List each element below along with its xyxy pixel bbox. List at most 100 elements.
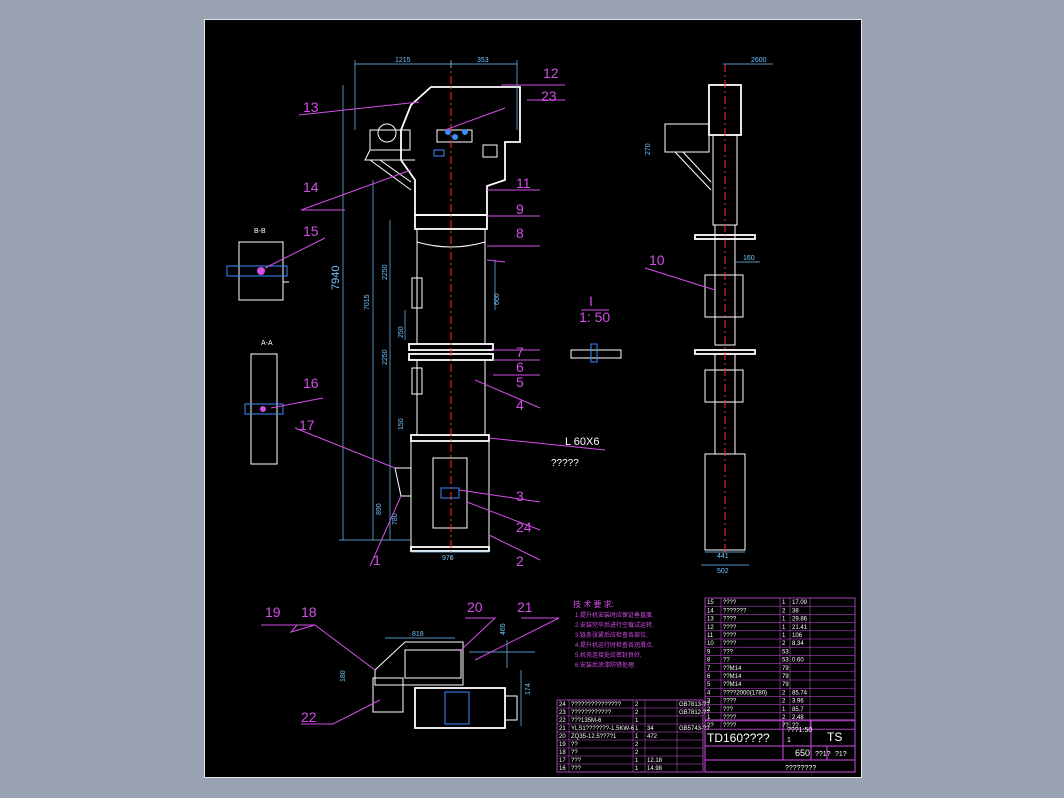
parts-left-cell: 14.98 [647,766,663,772]
parts-left-cell: GB5743-?? [679,726,710,732]
parts-right-cell: 9 [707,649,711,655]
parts-right-cell: 14 [707,608,714,614]
section-bb: B-B 15 [226,223,326,301]
technical-notes: 技 术 要 求: 1.提升机安装时应保证垂直度, 2.安装完毕后进行空载试运转,… [573,599,654,669]
callout-11: 11 [516,175,531,191]
parts-right-cell: 2 [707,707,711,713]
parts-left-cell: ?? [571,750,578,756]
parts-left-cell: YLS1???????-1.5KW-6 [571,726,635,732]
parts-right-cell: 7 [707,666,711,672]
section-aa: A-A 16 [244,340,324,465]
dim-150: 150 [398,418,405,430]
detail-scale: 1: 50 [579,309,610,325]
parts-right-cell: 106 [792,633,803,639]
dim-890: 890 [376,503,383,515]
callout-3: 3 [516,488,524,504]
parts-left-cell: ???????????? [571,710,612,716]
parts-right-cell: 2 [782,608,786,614]
parts-right-cell: 53 [782,649,789,655]
title-scale-cell: 1 [787,737,791,744]
notes-line-5: 5.机壳连接处应密封良好, [575,651,642,659]
callout-5: 5 [516,374,524,390]
parts-right-cell: 2 [782,641,786,647]
parts-right-cell: 3.96 [792,699,804,705]
parts-left-cell: 24 [559,702,566,708]
parts-left-cell: 2 [635,750,639,756]
callout-24: 24 [516,519,532,535]
parts-right-cell: ??M14 [723,666,742,672]
side-door [704,274,744,318]
parts-right-cell: 79 [782,682,789,688]
parts-left-cell: 21 [559,726,566,732]
parts-right-cell: 2 [782,715,786,721]
parts-left-cell: 18 [559,750,566,756]
callout-18: 18 [301,604,317,620]
parts-right-cell: 5 [707,682,711,688]
dim-441: 441 [717,553,729,560]
parts-right-cell: ???? [723,633,737,639]
dim-502: 502 [717,568,729,575]
callout-20: 20 [467,599,483,615]
notes-line-6: 6.安装后涂漆防锈处理. [575,661,636,669]
notes-line-3: 3.链条张紧后应检查各部位, [575,631,648,639]
parts-right-cell: 85.7 [792,707,804,713]
callout-1: 1 [373,552,381,568]
dim-780: 780 [392,513,399,525]
callout-16: 16 [303,375,319,391]
section-bb-label: B-B [254,228,266,235]
parts-right-cell: ?? [707,723,714,729]
parts-left-cell: 1 [635,726,639,732]
parts-right-cell: ???? [723,617,737,623]
callout-21: 21 [517,599,533,615]
drawing-sheet: .o{stroke:#fff;stroke-width:1;fill:none}… [204,19,862,778]
bearing-right [462,129,468,135]
callout-19: 19 [265,604,281,620]
profile-label: L 60X6 [565,436,599,448]
dim-2600: 2600 [751,57,767,64]
inspection-door [482,144,498,158]
side-door-upper [411,277,423,309]
callout-6: 6 [516,359,524,375]
front-view: 1215 353 7940 7015 2250 2250 250 150 600… [294,57,606,569]
side-door-lower [411,367,423,395]
dim-2250-upper: 2250 [382,264,389,280]
parts-right-cell: ???? [723,699,737,705]
parts-left-cell: 1 [635,718,639,724]
dim-7015: 7015 [364,294,371,310]
parts-right-cell: 53 [782,658,789,664]
casing-break [416,241,486,248]
parts-right-cell: 12 [707,625,714,631]
parts-left-cell: 16 [559,766,566,772]
flange-boot [410,434,490,442]
notes-title: 技 术 要 求: [573,599,614,609]
parts-left-cell: ?? [571,742,578,748]
notes-line-1: 1.提升机安装时应保证垂直度, [575,611,654,619]
parts-right-cell: 2.48 [792,715,804,721]
parts-right-cell: 4 [707,690,711,696]
parts-right-cell: 13 [707,617,714,623]
drive-motor-top [369,129,411,151]
dim-976: 976 [442,555,454,562]
callout-10: 10 [649,252,665,268]
dim-2250-lower: 2250 [382,349,389,365]
parts-right-cell: 1 [782,707,786,713]
bearing-left [445,129,451,135]
parts-left-cell: GB7813-?? [679,702,710,708]
dim-270: 270 [645,143,652,155]
parts-right-cell: 0.60 [792,658,804,664]
parts-right-cell: ???? [723,715,737,721]
dim-180: 180 [340,670,347,682]
parts-right-cell: ???? [723,641,737,647]
base-plate [410,546,490,552]
callout-7: 7 [516,344,524,360]
parts-right-cell: ??????? [723,608,747,614]
parts-right-cell: ??? [723,707,734,713]
parts-right-cell: 29.86 [792,617,808,623]
title-sheet2: ?1? [835,751,847,758]
callout-15: 15 [303,223,319,239]
title-scale-label: ???1:50 [787,727,812,734]
callout-14: 14 [303,179,319,195]
parts-right-cell: ??M14 [723,682,742,688]
